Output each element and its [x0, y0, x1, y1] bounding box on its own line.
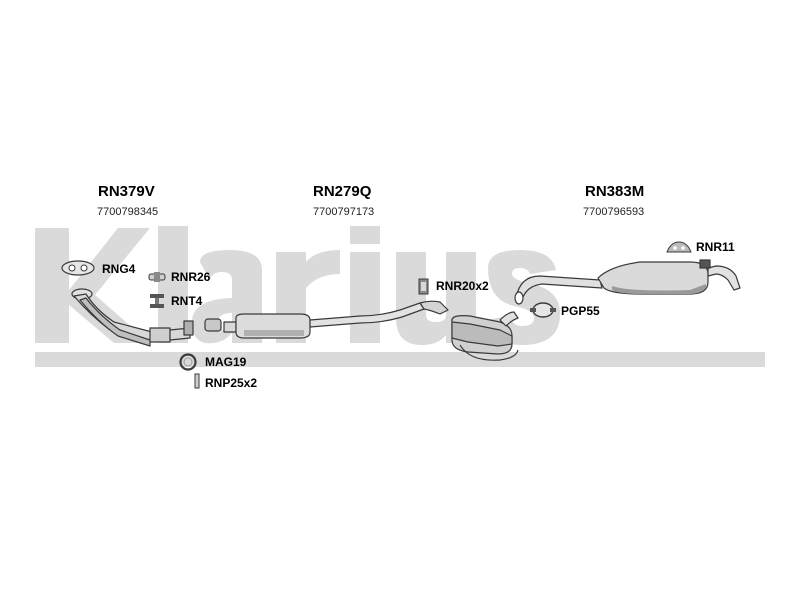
section-3-code: RN383M — [585, 183, 645, 200]
hanger-icon — [150, 294, 164, 308]
bolt-icon — [194, 373, 200, 389]
rear-silencer — [514, 259, 741, 305]
rubber-mount-icon — [148, 272, 166, 282]
section-2-code: RN279Q — [313, 183, 372, 200]
intermediate-silencer — [451, 311, 519, 361]
part-label-pgp55: PGP55 — [561, 304, 600, 318]
section-1-code: RN379V — [98, 183, 155, 200]
section-1-oe-number: 7700798345 — [97, 206, 159, 218]
centre-silencer — [223, 300, 449, 339]
part-label-rnr20x2: RNR20x2 — [436, 279, 489, 293]
part-label-rnr11: RNR11 — [696, 240, 735, 254]
gasket-icon — [61, 260, 95, 276]
section-3-oe-number: 7700796593 — [583, 206, 645, 218]
part-label-rng4: RNG4 — [102, 262, 136, 276]
mounting-rubber-icon — [666, 241, 692, 253]
section-2-oe-number: 7700797173 — [313, 206, 375, 218]
clamp-icon — [418, 278, 429, 295]
front-pipe — [71, 288, 194, 347]
part-label-mag19: MAG19 — [205, 355, 247, 369]
part-label-rnr26: RNR26 — [171, 270, 211, 284]
pipe-clamp-icon — [530, 302, 556, 318]
part-label-rnp25x2: RNP25x2 — [205, 376, 258, 390]
ring-icon — [179, 353, 197, 371]
part-label-rnt4: RNT4 — [171, 294, 203, 308]
